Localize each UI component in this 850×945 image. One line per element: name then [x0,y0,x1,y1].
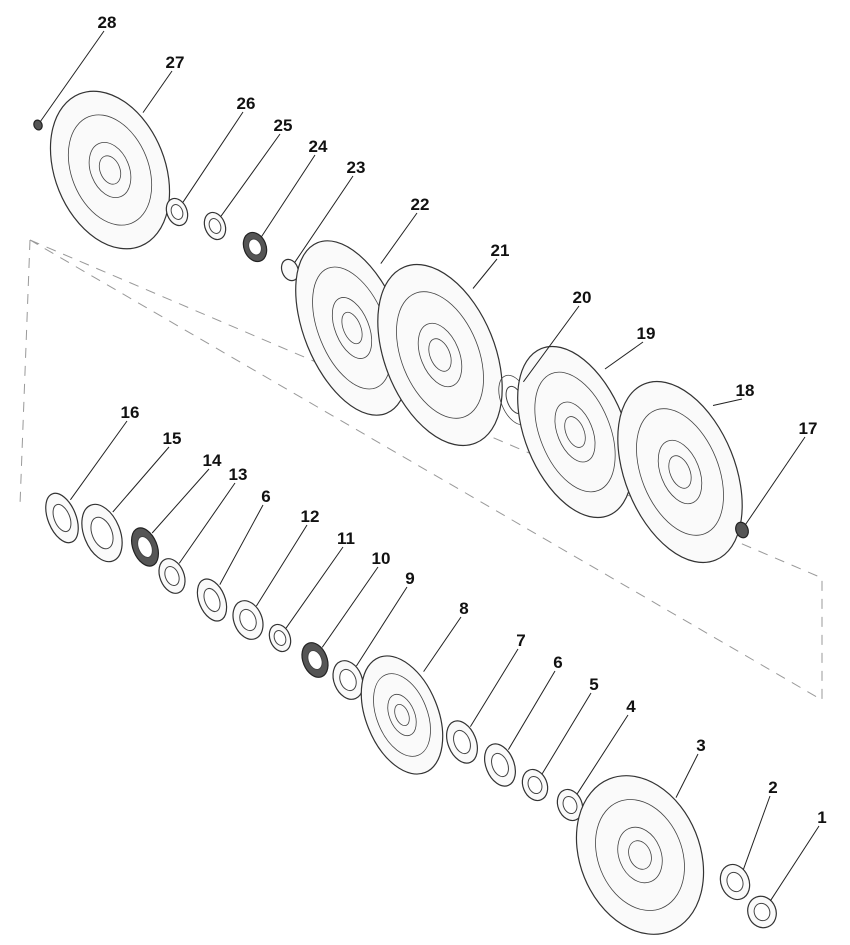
callout-label: 9 [405,569,414,588]
leader-line [112,446,170,513]
leader-line [69,420,128,501]
callout-label: 27 [166,53,185,72]
part-8 [360,655,444,775]
part-16 [45,492,79,544]
part-15 [81,503,123,563]
part-27 [49,90,171,250]
callout-label: 4 [626,697,636,716]
part-3 [575,775,705,935]
callout-label: 11 [337,529,355,548]
callout-label: 1 [817,808,826,827]
callout-label: 17 [799,419,818,438]
leader-line [742,795,771,870]
callout-label: 21 [491,241,510,260]
part-28 [33,119,43,131]
callout-label: 20 [573,288,592,307]
callout-label: 15 [163,429,182,448]
leader-line [469,648,519,727]
part-10 [301,642,329,678]
callout-label: 3 [696,736,705,755]
part-19 [517,345,633,519]
leader-line [712,398,743,406]
leader-line [261,154,316,237]
part-23 [280,258,300,282]
callout-label: 6 [553,653,562,672]
leader-line [675,753,699,798]
callout-label: 16 [121,403,140,422]
subassembly-dashed-outline [29,239,823,701]
leader-line [39,30,105,122]
part-1 [747,895,777,929]
leader-line [541,692,592,775]
part-6 [196,578,228,622]
leader-line [151,468,210,534]
callout-label: 2 [768,778,777,797]
leader-line [576,714,629,795]
part-7 [446,720,478,764]
leader-line [745,436,806,525]
part-4 [556,788,584,822]
leader-line [219,504,264,585]
callout-label: 7 [516,631,525,650]
leader-line [355,586,408,667]
part-17 [735,521,749,539]
part-18 [617,380,743,564]
leader-line [472,258,498,289]
callout-label: 19 [637,324,656,343]
leader-line [769,825,820,902]
callout-label: 13 [229,465,248,484]
callout-label: 24 [309,137,328,156]
part-6 [484,743,516,787]
callout-label: 14 [203,451,222,470]
leader-line [423,616,462,672]
part-24 [242,231,268,263]
callout-label: 6 [261,487,270,506]
part-13 [158,558,186,594]
leader-line [178,482,236,564]
callout-label: 23 [347,158,366,177]
callout-label: 12 [301,507,320,526]
leader-line [294,175,354,263]
callout-label: 26 [237,94,256,113]
part-14 [130,527,160,567]
part-2 [719,863,751,901]
callout-label: 28 [98,13,117,32]
leader-line [255,524,308,607]
part-22 [295,240,409,416]
part-12 [232,600,264,640]
part-21 [377,263,503,447]
subassembly-dashed-outline-left [19,239,31,506]
leader-line [604,341,644,370]
leader-line [220,133,281,217]
callout-label: 22 [411,195,430,214]
part-25 [203,211,227,241]
leader-line [380,212,418,264]
leader-line [522,305,580,383]
callout-label: 18 [736,381,755,400]
leader-line [142,70,173,113]
callout-label: 10 [372,549,391,568]
leader-line [321,566,379,648]
callout-label: 25 [274,116,293,135]
part-26 [165,197,189,227]
callout-label: 5 [589,675,598,694]
leader-line [285,546,344,629]
leader-line [182,111,244,203]
part-9 [332,660,364,700]
callout-label: 8 [459,599,468,618]
part-11 [268,623,292,653]
leader-line [507,670,556,750]
part-5 [521,768,549,802]
